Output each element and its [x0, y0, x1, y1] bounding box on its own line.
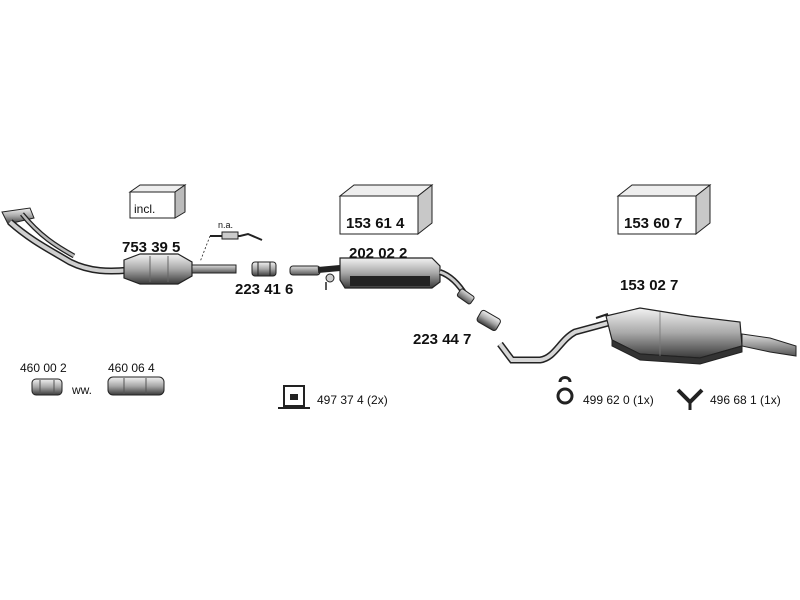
clamp-mid[interactable]: [476, 309, 502, 331]
rear-muffler[interactable]: [497, 307, 797, 365]
gasket-460-00-2[interactable]: [31, 378, 63, 396]
box-incl: incl.: [128, 184, 187, 219]
box-incl-label: incl.: [134, 202, 155, 216]
hanger-499-62-0[interactable]: [556, 376, 574, 405]
front-pipe-catalytic-converter[interactable]: [1, 207, 237, 285]
label-497-37-4: 497 37 4 (2x): [317, 393, 388, 407]
label-202-02-2: 202 02 2: [349, 245, 407, 262]
label-223-44-7: 223 44 7: [413, 331, 471, 348]
label-460-00-2: 460 00 2: [20, 361, 67, 375]
label-499-62-0: 499 62 0 (1x): [583, 393, 654, 407]
label-223-41-6: 223 41 6: [235, 281, 293, 298]
box-153-60-7-label: 153 60 7: [624, 215, 682, 232]
label-460-06-4: 460 06 4: [108, 361, 155, 375]
middle-pipe-muffler[interactable]: [289, 257, 475, 305]
gasket-460-06-4[interactable]: [107, 376, 165, 396]
oxygen-sensor[interactable]: n.a.: [199, 220, 263, 263]
label-ww: ww.: [71, 383, 92, 397]
clamp-front[interactable]: [251, 261, 277, 277]
box-153-61-4-label: 153 61 4: [346, 215, 405, 232]
box-153-60-7: 153 60 7: [616, 183, 712, 236]
hanger-496-68-1[interactable]: [676, 388, 704, 410]
sensor-na-label: n.a.: [218, 220, 233, 230]
hanger-497-37-4[interactable]: [278, 385, 310, 409]
label-153-02-7: 153 02 7: [620, 277, 678, 294]
label-496-68-1: 496 68 1 (1x): [710, 393, 781, 407]
label-753-39-5: 753 39 5: [122, 239, 180, 256]
box-153-61-4: 153 61 4: [338, 183, 434, 236]
